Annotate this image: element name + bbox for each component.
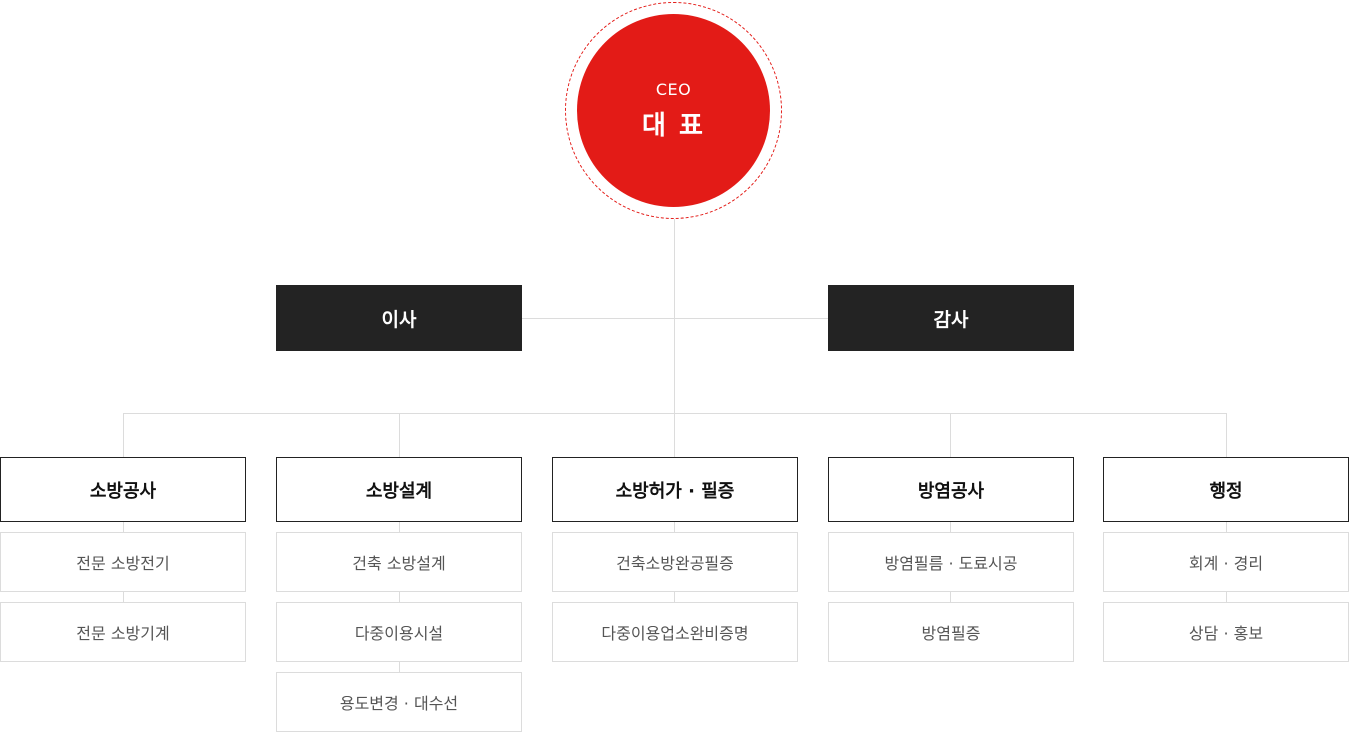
connector-dept-drop <box>399 413 400 457</box>
sub-item: 건축소방완공필증 <box>552 532 798 592</box>
dept-fire-design: 소방설계 <box>276 457 522 522</box>
ceo-dashed-ring <box>565 2 782 219</box>
sub-item: 용도변경 · 대수선 <box>276 672 522 732</box>
ceo-title-ko: 대 표 <box>642 110 705 141</box>
sub-item: 상담 · 홍보 <box>1103 602 1349 662</box>
sub-item: 방염필름 · 도료시공 <box>828 532 1074 592</box>
connector-dept-drop <box>674 413 675 457</box>
sub-item: 전문 소방전기 <box>0 532 246 592</box>
sub-item: 방염필증 <box>828 602 1074 662</box>
connector-dept-horizontal <box>123 413 1227 414</box>
ceo-node: CEO 대 표 <box>577 14 770 207</box>
connector-dept-drop <box>1226 413 1227 457</box>
sub-item: 건축 소방설계 <box>276 532 522 592</box>
dept-flameproof-construction: 방염공사 <box>828 457 1074 522</box>
connector-dept-drop <box>950 413 951 457</box>
sub-item: 회계 · 경리 <box>1103 532 1349 592</box>
connector-sub <box>399 522 400 672</box>
dept-fire-construction: 소방공사 <box>0 457 246 522</box>
connector-exec-horizontal <box>522 318 828 319</box>
connector-dept-drop <box>123 413 124 457</box>
sub-item: 다중이용업소완비증명 <box>552 602 798 662</box>
sub-item: 전문 소방기계 <box>0 602 246 662</box>
dept-administration: 행정 <box>1103 457 1349 522</box>
connector-ceo-trunk <box>674 219 675 414</box>
exec-director: 이사 <box>276 285 522 351</box>
exec-auditor: 감사 <box>828 285 1074 351</box>
ceo-title-en: CEO <box>655 79 692 99</box>
dept-fire-permit: 소방허가 · 필증 <box>552 457 798 522</box>
sub-item: 다중이용시설 <box>276 602 522 662</box>
